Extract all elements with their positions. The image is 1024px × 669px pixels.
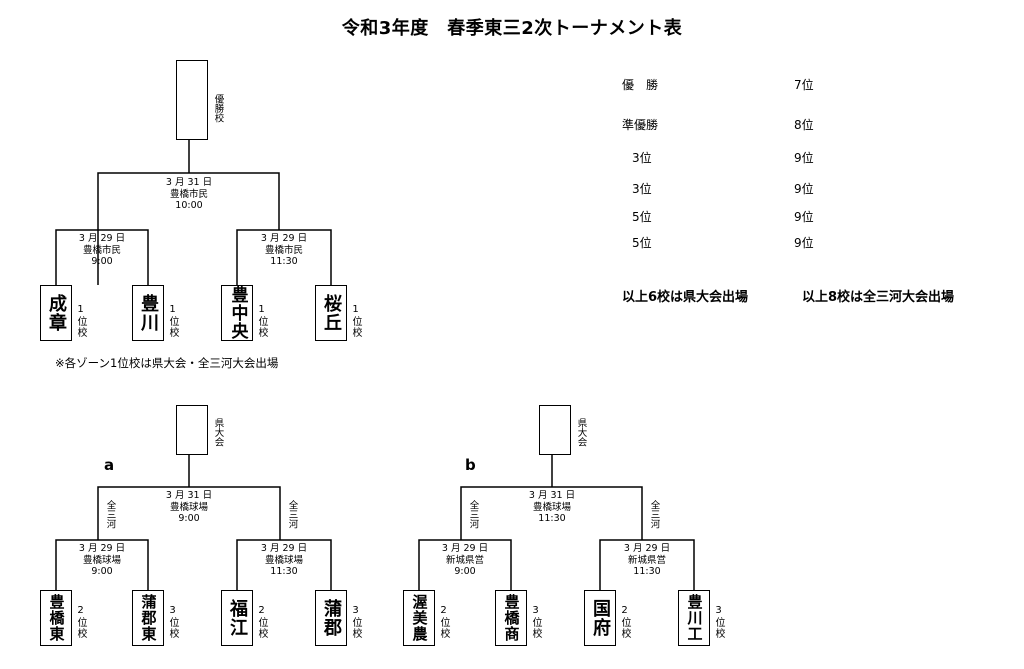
school-box: 豊中央 [221, 285, 253, 341]
bracket-b-semi-right-date: 3 月 29 日 [623, 543, 671, 554]
school-rank: 1位校 [167, 304, 178, 338]
bracket-a-semi-left-date: 3 月 29 日 [78, 543, 126, 554]
bracket-a-final-info: 3 月 31 日 豊橋球場 9:00 [139, 490, 239, 525]
school-box: 豊橋東 [40, 590, 72, 646]
result-label: 3位 [632, 182, 652, 196]
a-semi-left-line [55, 539, 149, 590]
bracket-b-side-label-left: 全三河 [467, 500, 479, 529]
bracket-b-final-info: 3 月 31 日 豊橋球場 11:30 [502, 490, 602, 525]
school-box: 豊川工 [678, 590, 710, 646]
top-final-line [97, 140, 280, 285]
school-box: 蒲郡東 [132, 590, 164, 646]
bracket-a-winner-box [176, 405, 208, 455]
school-box: 豊川 [132, 285, 164, 341]
a-final-line [97, 455, 281, 540]
result-value: 9位 [794, 151, 814, 165]
top-final-date: 3 月 31 日 [165, 177, 213, 188]
top-final-venue: 豊橋市民 [169, 188, 208, 200]
school-rank: 2位校 [75, 605, 86, 639]
result-label: 優 勝 [622, 78, 659, 92]
bracket-b-side-label-right: 全三河 [648, 500, 660, 529]
bracket-a-semi-left-info: 3 月 29 日 豊橋球場 9:00 [52, 543, 152, 578]
school-rank: 1位校 [256, 304, 267, 338]
champion-label: 優勝校 [212, 94, 224, 123]
result-label: 5位 [632, 236, 652, 250]
school-box: 蒲郡 [315, 590, 347, 646]
school-rank: 3位校 [530, 605, 541, 639]
school-rank: 1位校 [350, 304, 361, 338]
qualify-mikawa-note: 以上8校は全三河大会出場 [802, 290, 955, 305]
top-final-time: 10:00 [175, 200, 203, 211]
a-semi-right-line [236, 539, 332, 590]
b-semi-left-line [418, 539, 512, 590]
school-rank: 2位校 [438, 605, 449, 639]
bracket-a-final-venue: 豊橋球場 [169, 501, 208, 513]
school-rank: 3位校 [350, 605, 361, 639]
bracket-b-semi-right-venue: 新城県営 [627, 554, 666, 566]
top-semi-left-info: 3 月 29 日 豊橋市民 9:00 [52, 233, 152, 268]
bracket-a-side-label-left: 全三河 [104, 500, 116, 529]
school-box: 福江 [221, 590, 253, 646]
top-semi-right-info: 3 月 29 日 豊橋市民 11:30 [234, 233, 334, 268]
top-semi-left-venue: 豊橋市民 [82, 244, 121, 256]
bracket-a-final-date: 3 月 31 日 [165, 490, 213, 501]
bracket-b-semi-right-info: 3 月 29 日 新城県営 11:30 [597, 543, 697, 578]
result-value: 8位 [794, 118, 814, 132]
top-semi-left-time: 9:00 [91, 256, 113, 267]
result-label: 5位 [632, 210, 652, 224]
champion-box [176, 60, 208, 140]
result-value: 9位 [794, 182, 814, 196]
result-value: 7位 [794, 78, 814, 92]
result-value: 9位 [794, 210, 814, 224]
bracket-a-semi-right-time: 11:30 [270, 566, 298, 577]
school-box: 国府 [584, 590, 616, 646]
bracket-b-semi-left-time: 9:00 [454, 566, 476, 577]
school-box: 桜丘 [315, 285, 347, 341]
b-semi-right-line [599, 539, 695, 590]
bracket-b-semi-left-venue: 新城県営 [445, 554, 484, 566]
bracket-b-winner-label: 県大会 [575, 418, 587, 447]
bracket-b-final-date: 3 月 31 日 [528, 490, 576, 501]
bracket-b-winner-box [539, 405, 571, 455]
top-semi-right-venue: 豊橋市民 [264, 244, 303, 256]
bracket-a-semi-right-venue: 豊橋球場 [264, 554, 303, 566]
school-rank: 1位校 [75, 304, 86, 338]
bracket-a-winner-label: 県大会 [212, 418, 224, 447]
top-semi-right-line [236, 229, 332, 285]
bracket-a-semi-left-venue: 豊橋球場 [82, 554, 121, 566]
bracket-a-semi-right-info: 3 月 29 日 豊橋球場 11:30 [234, 543, 334, 578]
top-semi-right-date: 3 月 29 日 [260, 233, 308, 244]
bracket-b-final-time: 11:30 [538, 513, 566, 524]
qualification-note: ※各ゾーン1位校は県大会・全三河大会出場 [55, 356, 279, 370]
school-box: 豊橋商 [495, 590, 527, 646]
school-box: 成章 [40, 285, 72, 341]
bracket-b-semi-left-info: 3 月 29 日 新城県営 9:00 [415, 543, 515, 578]
school-rank: 2位校 [619, 605, 630, 639]
bracket-b-final-venue: 豊橋球場 [532, 501, 571, 513]
b-final-line [460, 455, 643, 540]
bracket-b-semi-left-date: 3 月 29 日 [441, 543, 489, 554]
bracket-a-label: a [104, 456, 115, 474]
school-box: 渥美農 [403, 590, 435, 646]
qualify-prefecture-note: 以上6校は県大会出場 [622, 290, 749, 305]
school-rank: 3位校 [713, 605, 724, 639]
bracket-a-semi-right-date: 3 月 29 日 [260, 543, 308, 554]
result-label: 準優勝 [622, 118, 659, 132]
bracket-b-label: b [465, 456, 476, 474]
school-rank: 2位校 [256, 605, 267, 639]
school-rank: 3位校 [167, 605, 178, 639]
top-final-info: 3 月 31 日 豊橋市民 10:00 [139, 177, 239, 212]
bracket-a-side-label-right: 全三河 [286, 500, 298, 529]
bracket-a-semi-left-time: 9:00 [91, 566, 113, 577]
top-semi-left-date: 3 月 29 日 [78, 233, 126, 244]
page-title: 令和3年度 春季東三2次トーナメント表 [341, 18, 683, 39]
bracket-a-final-time: 9:00 [178, 513, 200, 524]
top-semi-right-time: 11:30 [270, 256, 298, 267]
result-label: 3位 [632, 151, 652, 165]
result-value: 9位 [794, 236, 814, 250]
bracket-b-semi-right-time: 11:30 [633, 566, 661, 577]
top-semi-left-line [55, 229, 149, 285]
